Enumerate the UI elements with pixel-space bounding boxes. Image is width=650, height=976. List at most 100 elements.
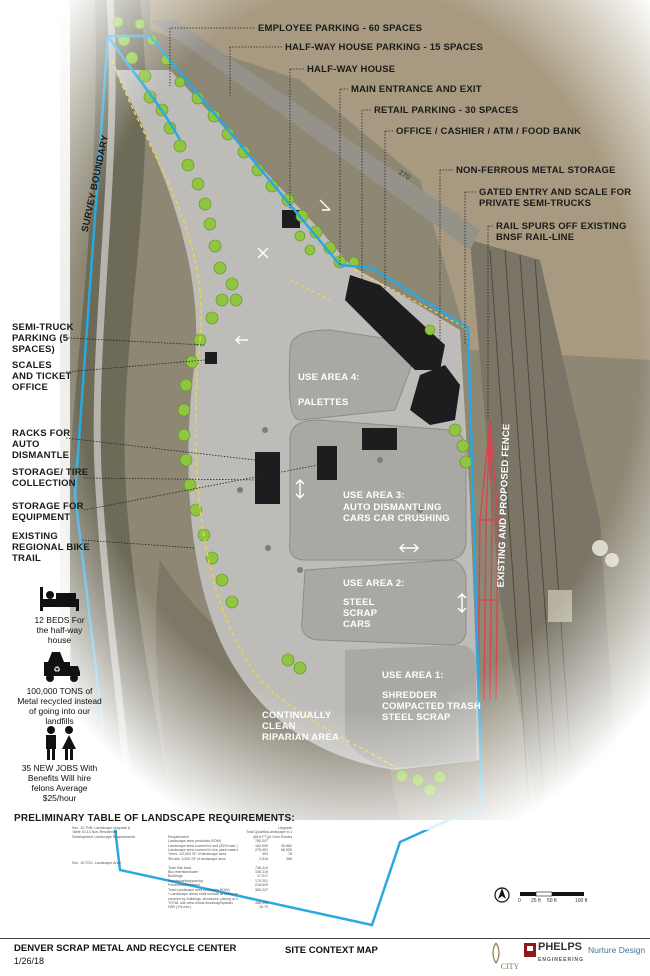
people-icon — [45, 726, 76, 760]
table-row: Landscape area (excludes ROW)765,347 — [72, 839, 292, 843]
project-date: 1/26/18 — [14, 956, 45, 966]
recycling-truck-icon: ♻ — [43, 652, 80, 682]
table-cell: Total Landscape area (excludes ROW) — [168, 887, 230, 892]
riparian-label: CONTINUALLY CLEAN RIPARIAN AREA — [262, 710, 340, 743]
table-cell: Pavement/Retained — [168, 883, 200, 888]
table-cell: Trees: 1/2,500 SF of landscape area — [168, 852, 227, 857]
scale-tick-1: 25 ft — [531, 898, 541, 904]
scale-tick-0: 0 — [518, 898, 521, 904]
table-cell: * Landscape areas shall include all area… — [168, 892, 238, 897]
scale-bar — [520, 891, 584, 897]
table-row: FAR (1% min.)18.75 — [72, 905, 292, 909]
callout-office: OFFICE / CASHIER / ATM / FOOD BANK — [396, 126, 582, 137]
city-logo-text: CITY — [501, 962, 520, 971]
table-cell: Upgrade — [278, 826, 292, 830]
phelps-logo-text: PHELPS — [538, 941, 583, 953]
use-area-1-title: USE AREA 1: — [382, 670, 444, 681]
table-cell: Requirement — [168, 834, 189, 839]
callout-halfway-house: HALF-WAY HOUSE — [307, 64, 396, 75]
north-arrow-icon — [494, 887, 510, 903]
table-row: Sec. 10.7NN. Landscape Upgrade & Upgrade — [72, 826, 292, 830]
callout-gated-entry-line2: PRIVATE SEMI-TRUCKS — [479, 198, 592, 209]
use-area-4-title: USE AREA 4: — [298, 372, 360, 383]
callout-rail-spurs-line2: BNSF RAIL-LINE — [496, 232, 575, 243]
table-row: Trees: 1/2,500 SF of landscape area 354 78 — [72, 852, 292, 856]
table-cell: (# Over Existing) — [268, 834, 292, 839]
table-cell: Total Quantity — [246, 830, 268, 835]
callout-main-entrance: MAIN ENTRANCE AND EXIT — [351, 84, 482, 95]
table-cell: 275,991 — [255, 848, 268, 853]
callout-gated-entry-line1: GATED ENTRY AND SCALE FOR — [479, 187, 632, 198]
sheet-title: SITE CONTEXT MAP — [285, 945, 378, 956]
table-cell: Buildings — [168, 874, 183, 879]
table-row: Development Landscape Requirements Requir… — [72, 835, 292, 839]
table-cell: 45,882 — [281, 843, 292, 848]
project-name: DENVER SCRAP METAL AND RECYCLE CENTER — [14, 943, 237, 954]
table-cell: Landscape area (excludes ROW) — [168, 839, 222, 844]
scale-tick-3: 100 ft — [575, 898, 588, 904]
phelps-logo-sub: ENGINEERING — [538, 957, 585, 963]
use-area-2-desc: STEEL SCRAP CARS — [343, 597, 378, 630]
callout-storage-equipment: STORAGE FOR EQUIPMENT — [12, 501, 84, 523]
table-cell: 182,699 — [255, 843, 268, 848]
table-cell: 68,950 — [281, 848, 292, 853]
stat-beds: 12 BEDS For the half-way house — [12, 585, 107, 645]
table-cell: Landscape area covered in live plant mat… — [168, 848, 238, 853]
table-cell: 354 — [262, 852, 268, 857]
table-row: Landscape area covered in sod (30% max.)… — [72, 844, 292, 848]
table-heading: PRELIMINARY TABLE OF LANDSCAPE REQUIREME… — [14, 813, 295, 824]
table-row: Total Landscape area (excludes ROW) 365,3… — [72, 888, 292, 892]
table-row: Landscape area covered in live plant mat… — [72, 848, 292, 852]
callout-halfway-house-parking: HALF-WAY HOUSE PARKING - 15 SPACES — [285, 42, 484, 53]
use-area-3-title: USE AREA 3: — [343, 490, 405, 501]
stat-tons-text: 100,000 TONS of Metal recycled instead o… — [17, 686, 102, 726]
table-cell: Table 10-13 Non-Residential — [72, 830, 118, 835]
callout-employee-parking: EMPLOYEE PARKING - 60 SPACES — [258, 23, 423, 34]
table-cell: 468,999 — [255, 900, 268, 905]
table-cell: (68.8 FT) — [253, 834, 268, 839]
callout-leaders — [65, 27, 493, 549]
callout-racks-auto-dismantle: RACKS FOR AUTO DISMANTLE — [12, 428, 71, 461]
table-cell: TOTAL site area minus floodway/riparian — [168, 900, 233, 905]
stat-beds-text: 12 BEDS For the half-way house — [34, 615, 85, 645]
table-cell: 365,347 — [255, 887, 268, 892]
callout-non-ferrous-storage: NON-FERROUS METAL STORAGE — [456, 165, 616, 176]
callout-scales-ticket-office: SCALES AND TICKET OFFICE — [12, 360, 72, 393]
table-cell: 18.75 — [259, 905, 268, 910]
table-row: * Landscape areas shall include all area… — [72, 892, 292, 896]
table-cell: Shrubs: 1/300 SF of landscape area — [168, 856, 226, 861]
title-block: DENVER SCRAP METAL AND RECYCLE CENTER 1/… — [0, 938, 650, 976]
table-cell: Roads/parking/paving — [168, 878, 203, 883]
stat-tons: ♻ 100,000 TONS of Metal recycled instead… — [12, 650, 107, 726]
table-row: Buildings 17,917 — [72, 874, 292, 878]
table-cell: 218,809 — [255, 883, 268, 888]
table-cell: 78 — [288, 852, 292, 857]
table-row: Pavement/Retained 218,809 — [72, 883, 292, 887]
stat-jobs: 35 NEW JOBS With Benefits Will hire felo… — [12, 725, 107, 803]
callout-retail-parking: RETAIL PARKING - 30 SPACES — [374, 105, 519, 116]
svg-text:♻: ♻ — [53, 665, 60, 674]
scale-tick-2: 50 ft — [547, 898, 557, 904]
use-area-3-desc: AUTO DISMANTLING CARS CAR CRUSHING — [343, 502, 450, 524]
callout-rail-spurs-line1: RAIL SPURS OFF EXISTING — [496, 221, 627, 232]
table-cell: Sec. 10.7GG. Landscape Area — [72, 861, 121, 866]
table-row: TOTAL site area minus floodway/riparian 4… — [72, 901, 292, 905]
table-cell: covered by buildings, structures, paving… — [168, 896, 238, 901]
table-cell: 366 — [286, 856, 292, 861]
callout-semi-truck-parking: SEMI-TRUCK PARKING (5 SPACES) — [12, 322, 74, 355]
table-cell: 736,414 — [255, 865, 268, 870]
nurture-design-logo: Nurture Design — [588, 945, 646, 955]
table-cell: Sec. 10.7NN. Landscape Upgrade & — [72, 826, 131, 830]
table-cell: Bio-retention/water — [168, 870, 199, 875]
table-cell: Development Landscape Requirements — [72, 834, 136, 839]
use-area-4-desc: PALETTES — [298, 397, 349, 408]
table-cell: 17,917 — [257, 874, 268, 879]
callout-storage-tire: STORAGE/ TIRE COLLECTION — [12, 467, 89, 489]
bed-icon — [39, 587, 79, 611]
